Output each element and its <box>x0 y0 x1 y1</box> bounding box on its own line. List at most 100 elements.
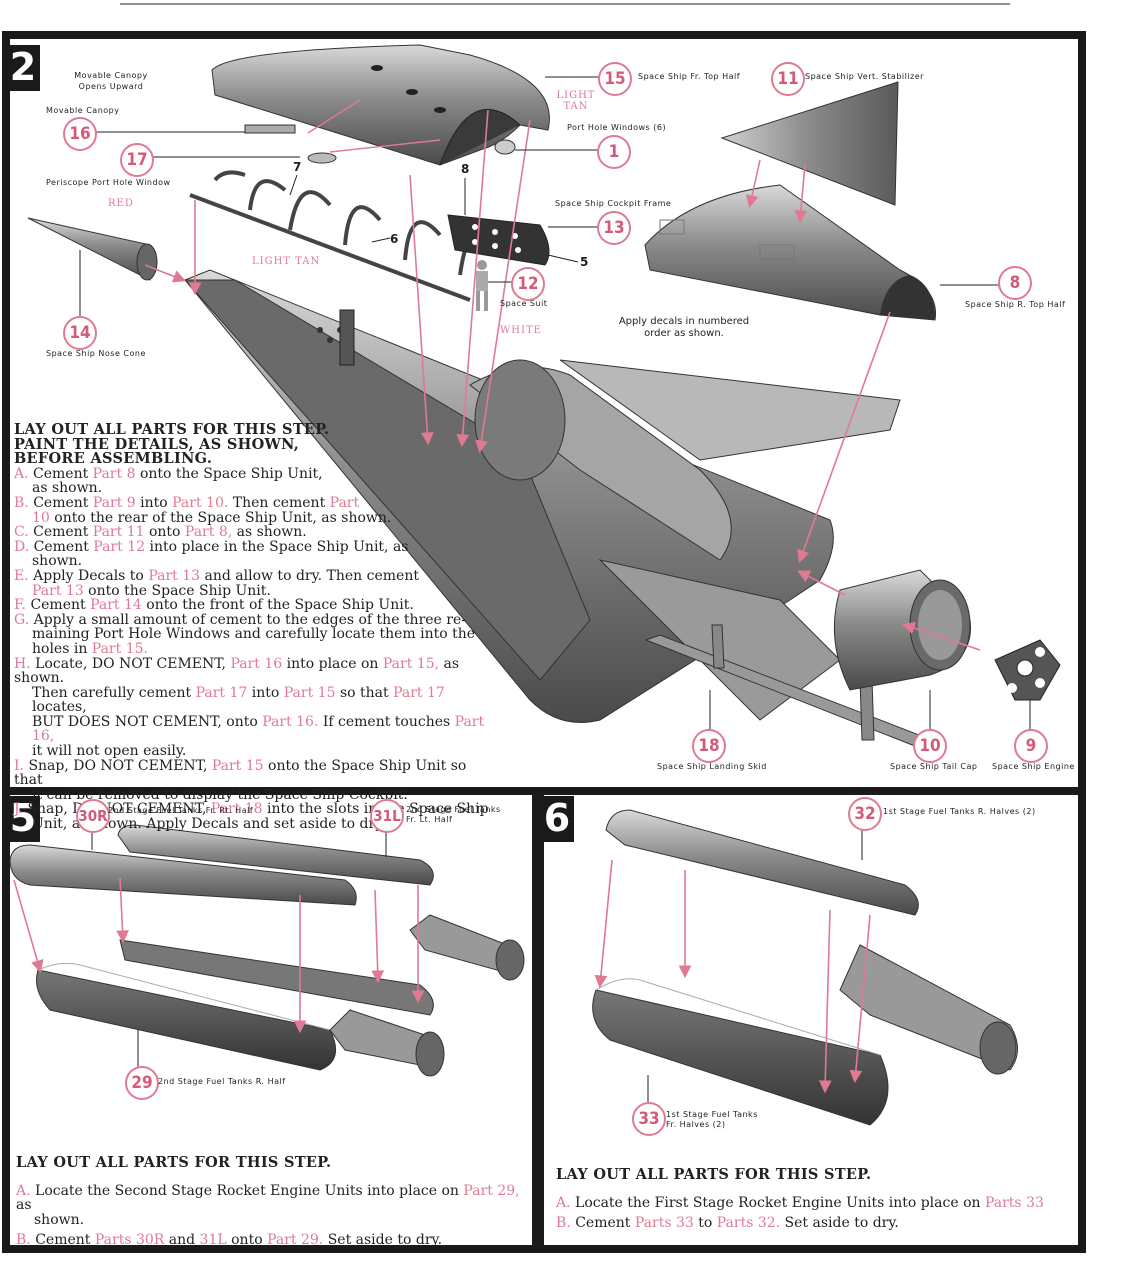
step-5-instructions: LAY OUT ALL PARTS FOR THIS STEP. A. Loca… <box>16 1154 521 1249</box>
tail-cap-part <box>833 569 971 691</box>
step-6-instruction-b: B. Cement Parts 33 to Parts 32. Set asid… <box>556 1215 899 1232</box>
callout-32: 32 <box>848 797 882 831</box>
tail-cap-label: Space Ship Tail Cap <box>890 762 978 771</box>
vert-stab-label: Space Ship Vert. Stabilizer <box>805 72 924 81</box>
instruction-j-line-2: Unit, as shown. Apply Decals and set asi… <box>32 816 386 833</box>
instruction-a-line-2: as shown. <box>32 480 103 497</box>
step-6-instructions: LAY OUT ALL PARTS FOR THIS STEP. A. Loca… <box>556 1166 1061 1232</box>
fuel-tank-30r-part <box>9 844 357 906</box>
step-5-instruction-a-line-2: shown. <box>34 1211 85 1228</box>
step-2-heading-line-2: PAINT THE DETAILS, AS SHOWN, <box>14 435 300 453</box>
callout-29: 29 <box>125 1066 159 1100</box>
paint-white-label: WHITE <box>500 325 542 336</box>
instruction-d-line-2: shown. <box>32 553 83 570</box>
periscope-label: Periscope Port Hole Window <box>46 178 171 187</box>
step-2-heading-line-1: LAY OUT ALL PARTS FOR THIS STEP. <box>14 421 330 438</box>
callout-11: 11 <box>771 62 805 96</box>
step-5-heading: LAY OUT ALL PARTS FOR THIS STEP. <box>16 1154 332 1171</box>
port-hole-part <box>494 139 516 155</box>
nose-cone-label: Space Ship Nose Cone <box>46 349 146 358</box>
first-stage-fr-halves-label-2: Fr. Halves (2) <box>666 1120 726 1129</box>
plain-number-5: 5 <box>580 255 589 269</box>
plain-number-8: 8 <box>461 162 470 176</box>
space-ship-hull <box>183 269 901 723</box>
instruction-e-line-2: Part 13 onto the Space Ship Unit. <box>32 582 271 599</box>
second-stage-engine-1 <box>409 914 525 981</box>
plain-number-6: 6 <box>390 232 399 246</box>
step-5-instruction-b: B. Cement Parts 30R and 31L onto Part 29… <box>16 1232 443 1249</box>
step-6-heading: LAY OUT ALL PARTS FOR THIS STEP. <box>556 1166 872 1183</box>
cockpit-frame-label: Space Ship Cockpit Frame <box>555 199 672 208</box>
instruction-c: C. Cement Part 11 onto Part 8, as shown. <box>14 524 307 541</box>
fr-top-half-label: Space Ship Fr. Top Half <box>638 72 741 81</box>
instruction-a: A. Cement Part 8 onto the Space Ship Uni… <box>14 465 323 482</box>
paint-light-tan-label-2: LIGHT TAN <box>252 256 321 267</box>
apply-decals-note: Apply decals in numbered order as shown. <box>618 316 750 339</box>
first-stage-r-halves-label: 1st Stage Fuel Tanks R. Halves (2) <box>883 807 1036 816</box>
second-stage-engine-2 <box>329 1009 445 1077</box>
step-2-instructions: LAY OUT ALL PARTS FOR THIS STEP. PAINT T… <box>14 421 499 833</box>
instruction-h-line-4: it will not open easily. <box>32 743 187 760</box>
step-2-heading-line-3: BEFORE ASSEMBLING. <box>14 450 213 468</box>
periscope-part <box>307 152 337 164</box>
paint-red-label: RED <box>108 198 134 209</box>
paint-light-tan-label-1: LIGHT TAN <box>556 90 596 112</box>
vert-stabilizer-part <box>720 81 899 206</box>
callout-1: 1 <box>597 135 631 169</box>
fuel-tank-33-part <box>592 978 889 1126</box>
instruction-i: I. Snap, DO NOT CEMENT, Part 15 onto the… <box>14 757 467 789</box>
callout-31l: 31L <box>370 799 404 833</box>
fuel-tank-32-part <box>605 809 919 916</box>
first-stage-fr-halves-label-1: 1st Stage Fuel Tanks <box>666 1110 758 1119</box>
callout-16: 16 <box>63 117 97 151</box>
instruction-g: G. Apply a small amount of cement to the… <box>14 611 466 628</box>
port-hole-label: Port Hole Windows (6) <box>567 123 667 132</box>
movable-canopy-opens-label: Movable Canopy Opens Upward <box>74 71 148 91</box>
callout-8: 8 <box>998 266 1032 300</box>
callout-15: 15 <box>598 62 632 96</box>
step-6-badge: 6 <box>540 796 574 842</box>
callout-12: 12 <box>511 267 545 301</box>
step-6-instruction-a: A. Locate the First Stage Rocket Engine … <box>556 1194 1044 1211</box>
callout-10: 10 <box>913 729 947 763</box>
instruction-g-line-3: holes in Part 15. <box>32 640 148 657</box>
fuel-tank-31l-part <box>117 824 434 886</box>
r-top-half-part <box>644 184 937 321</box>
movable-canopy-part <box>244 124 296 134</box>
instruction-e: E. Apply Decals to Part 13 and allow to … <box>14 567 419 584</box>
r-top-half-label: Space Ship R. Top Half <box>965 300 1066 309</box>
instruction-i-line-2: it can be removed to display the Space S… <box>32 786 408 803</box>
instruction-h-line-2: Then carefully cement Part 17 into Part … <box>32 684 445 716</box>
callout-33: 33 <box>632 1102 666 1136</box>
fr-top-half-part <box>211 44 550 166</box>
step-5-instruction-a: A. Locate the Second Stage Rocket Engine… <box>16 1182 520 1214</box>
plain-number-7: 7 <box>293 160 302 174</box>
instruction-h-line-3: BUT DOES NOT CEMENT, onto Part 16. If ce… <box>32 713 485 745</box>
fuel-tank-fr-lt-half-label-1: 2nd Stage Fuel Tanks <box>406 805 501 814</box>
instruction-b-line-2: 10 onto the rear of the Space Ship Unit,… <box>32 509 392 526</box>
movable-canopy-label: Movable Canopy <box>46 106 120 115</box>
fuel-tank-r-half-label: 2nd Stage Fuel Tanks R. Half <box>158 1077 286 1086</box>
fuel-tank-fr-rt-half-label: 2nd Stage Fuel Tanks Fr. Rt. Half <box>108 806 254 815</box>
instruction-b: B. Cement Part 9 into Part 10. Then ceme… <box>14 494 360 511</box>
engine-part <box>994 639 1061 701</box>
callout-17: 17 <box>120 143 154 177</box>
callout-30r: 30R <box>76 799 110 833</box>
engine-label: Space Ship Engine <box>992 762 1075 771</box>
space-suit-label: Space Suit <box>500 299 548 308</box>
first-stage-engine <box>839 944 1018 1075</box>
nose-cone-part <box>27 217 156 281</box>
fuel-tank-29-part <box>36 939 434 1071</box>
space-suit-part <box>476 260 488 311</box>
instruction-g-line-2: maining Port Hole Windows and carefully … <box>32 626 476 643</box>
callout-18: 18 <box>692 729 726 763</box>
callout-14: 14 <box>63 316 97 350</box>
landing-skid-part <box>644 624 947 753</box>
instruction-h: H. Locate, DO NOT CEMENT, Part 16 into p… <box>14 655 460 687</box>
instruction-f: F. Cement Part 14 onto the front of the … <box>14 597 414 614</box>
landing-skid-label: Space Ship Landing Skid <box>657 762 767 771</box>
fuel-tank-fr-lt-half-label-2: Fr. Lt. Half <box>406 815 453 824</box>
callout-9: 9 <box>1014 729 1048 763</box>
step-2-badge: 2 <box>6 45 40 91</box>
